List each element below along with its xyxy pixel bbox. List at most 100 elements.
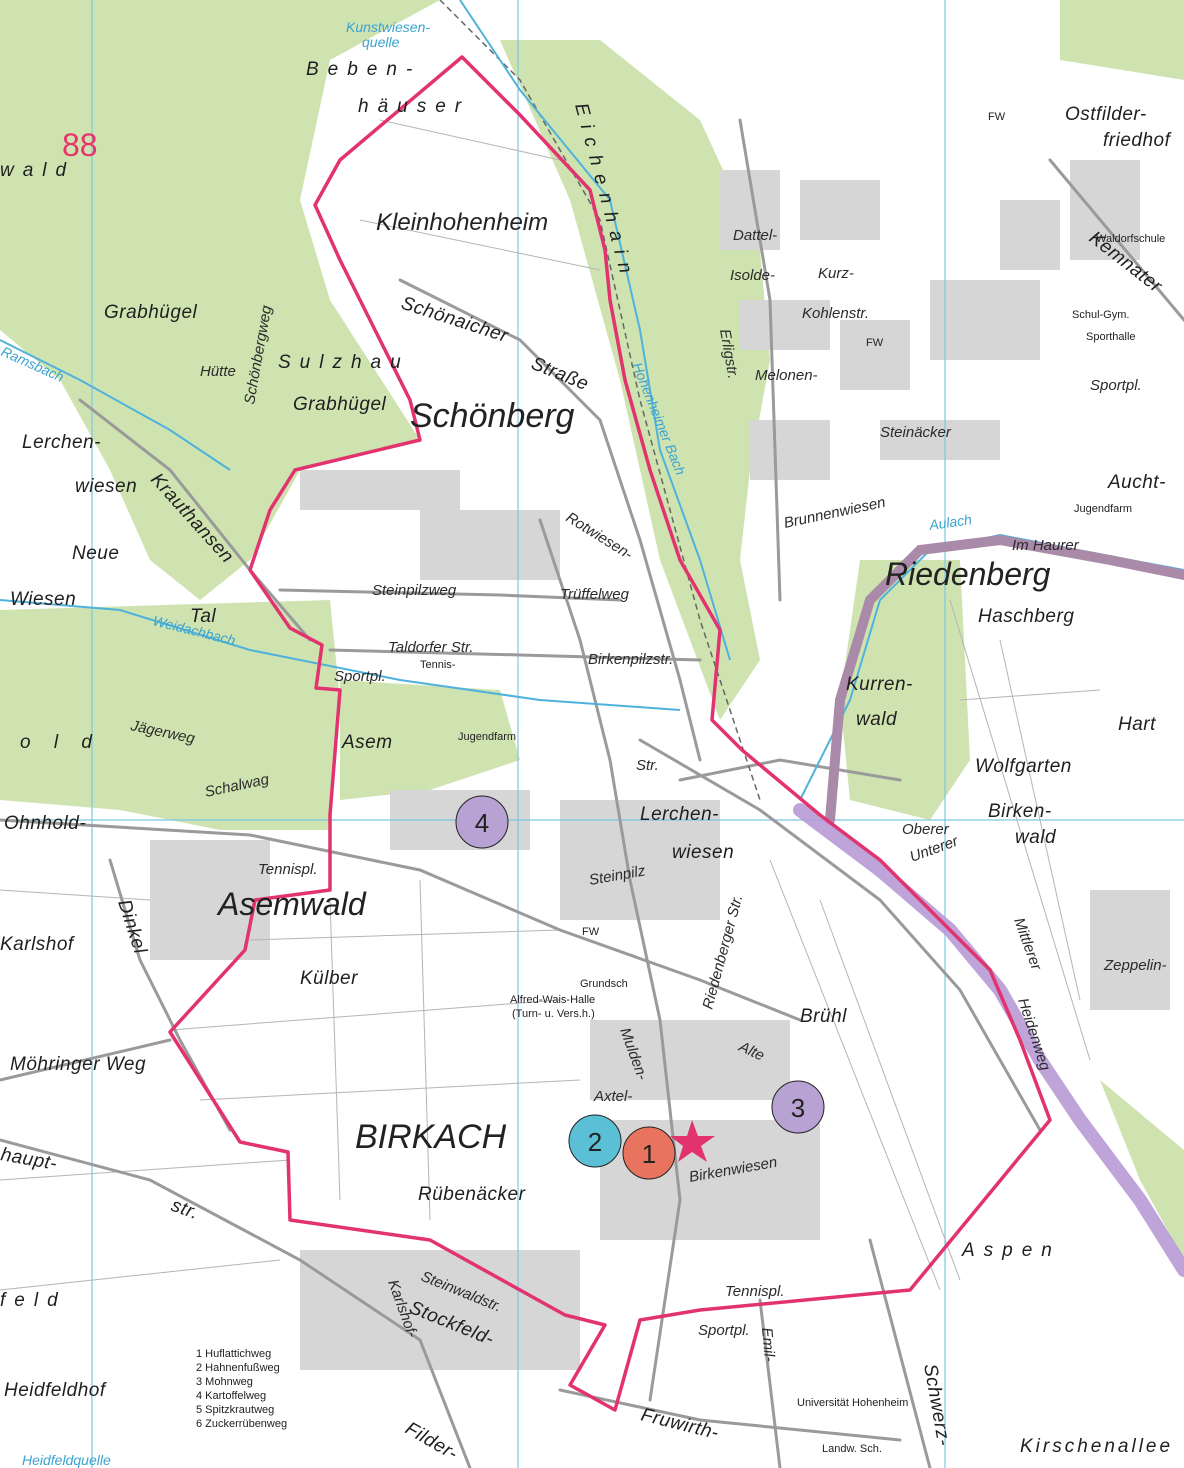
forest-areas bbox=[0, 0, 1184, 1260]
road-hauptstr bbox=[0, 1138, 472, 1468]
road-steinpilz bbox=[278, 588, 622, 602]
block bbox=[740, 300, 830, 350]
marker-4[interactable]: 4 bbox=[455, 795, 509, 849]
field-line bbox=[249, 929, 561, 941]
area-lerchenwiesen-e-2: wiesen bbox=[672, 842, 734, 863]
area-bebenhaeuser-2: häuser bbox=[358, 96, 470, 117]
area-asem: Asem bbox=[341, 732, 393, 753]
area-wald-left: wald bbox=[0, 160, 75, 181]
field-line bbox=[819, 899, 961, 1281]
block bbox=[590, 1020, 790, 1100]
poi-jugendfarm-1: Jugendfarm bbox=[458, 731, 516, 743]
marker-1-circle bbox=[622, 1126, 676, 1180]
road-kemnater bbox=[1048, 158, 1184, 322]
poi-tennispl-1: Tennis- bbox=[420, 659, 456, 671]
legend-item: 4 Kartoffelweg bbox=[196, 1390, 266, 1402]
area-birkenwald-2: wald bbox=[1015, 827, 1057, 848]
area-hart: Hart bbox=[1118, 714, 1156, 735]
marker-2-label: 2 bbox=[588, 1127, 602, 1157]
field-line bbox=[0, 1159, 291, 1181]
place-ostfilder-friedhof-1: Ostfilder- bbox=[1065, 104, 1147, 125]
area-auchtwiesen: Aucht- bbox=[1107, 472, 1166, 493]
area-lerchenwiesen-e-1: Lerchen- bbox=[640, 804, 719, 825]
marker-1-label: 1 bbox=[642, 1139, 656, 1169]
street-isolde: Isolde- bbox=[730, 267, 775, 284]
field-line bbox=[769, 859, 941, 1291]
marker-3[interactable]: 3 bbox=[771, 1080, 825, 1134]
area-tal: Tal bbox=[190, 606, 216, 627]
street-dattelweg: Dattel- bbox=[733, 227, 777, 244]
area-aspen: Aspen bbox=[961, 1240, 1061, 1261]
street-moehringer-weg: Möhringer Weg bbox=[10, 1054, 146, 1075]
street-kurz: Kurz- bbox=[818, 265, 854, 282]
tram-line bbox=[439, 0, 761, 801]
area-neue-wiesen-1: Neue bbox=[72, 543, 119, 564]
poi-fw-2: FW bbox=[866, 337, 884, 349]
marker-1[interactable]: 1 bbox=[622, 1126, 676, 1180]
field-line bbox=[169, 999, 561, 1031]
block bbox=[1070, 160, 1140, 260]
area-ruebenaecker: Rübenäcker bbox=[418, 1184, 526, 1205]
poi-sporthalle: Sporthalle bbox=[1086, 331, 1136, 343]
poi-jugendfarm-2: Jugendfarm bbox=[1074, 503, 1132, 515]
street-steinpilzweg: Steinpilzweg bbox=[372, 582, 457, 599]
area-karlshof: Karlshof bbox=[0, 934, 75, 955]
poi-landw-sch: Landw. Sch. bbox=[822, 1443, 882, 1455]
forest-northwest bbox=[0, 0, 440, 600]
field-line bbox=[359, 219, 601, 271]
place-ostfilder-friedhof-2: friedhof bbox=[1103, 130, 1172, 151]
field-line bbox=[0, 889, 151, 901]
street-kohlenstr: Kohlenstr. bbox=[802, 305, 869, 322]
area-huette: Hütte bbox=[200, 363, 236, 380]
marker-4-label: 4 bbox=[475, 808, 489, 838]
place-asemwald: Asemwald bbox=[216, 886, 367, 922]
legend-item: 5 Spitzkrautweg bbox=[196, 1404, 274, 1416]
street-trueffelweg: Trüffelweg bbox=[560, 586, 630, 603]
area-wolfgarten: Wolfgarten bbox=[975, 756, 1072, 777]
stream-band-south bbox=[793, 803, 1184, 1277]
street-emil: Emil- bbox=[758, 1327, 778, 1363]
poi-universitaet: Universität Hohenheim bbox=[797, 1397, 908, 1409]
poi-fw-3: FW bbox=[988, 111, 1006, 123]
poi-im-haurer: Im Haurer bbox=[1012, 537, 1080, 554]
place-kleinhohenheim: Kleinhohenheim bbox=[376, 209, 548, 236]
road-krauthansen bbox=[78, 398, 312, 642]
poi-waldorfschule: Waldorfschule bbox=[1096, 233, 1165, 245]
field-line bbox=[379, 119, 561, 161]
star-icon bbox=[670, 1120, 715, 1162]
field-line bbox=[0, 1259, 281, 1291]
page-number: 88 bbox=[62, 127, 98, 163]
road-fruwirth bbox=[558, 1388, 902, 1442]
block bbox=[1000, 200, 1060, 270]
street-oberer: Oberer bbox=[902, 821, 950, 838]
area-neue-wiesen-2: Wiesen bbox=[10, 589, 76, 610]
forest-eichenhain bbox=[500, 40, 770, 720]
district-boundary bbox=[168, 55, 1052, 1412]
road-taldorfer bbox=[328, 648, 702, 662]
legend-item: 3 Mohnweg bbox=[196, 1376, 253, 1388]
place-schoenberg: Schönberg bbox=[410, 397, 575, 435]
road-birkheckenstr bbox=[538, 518, 682, 1402]
water-aulach: Aulach bbox=[927, 511, 973, 533]
block bbox=[750, 420, 830, 480]
road-schwerz bbox=[868, 1238, 932, 1468]
street-axtel: Axtel- bbox=[593, 1088, 632, 1105]
forest-right-strip bbox=[1100, 1080, 1184, 1260]
road-plieninger bbox=[0, 818, 802, 1022]
legend-item: 2 Hahnenfußweg bbox=[196, 1362, 280, 1374]
poi-alfred-wais-1: Alfred-Wais-Halle bbox=[510, 994, 595, 1006]
area-grabhuegel-1: Grabhügel bbox=[104, 302, 198, 323]
place-riedenberg: Riedenberg bbox=[885, 556, 1051, 592]
road-filder bbox=[638, 738, 1042, 1132]
field-line bbox=[959, 689, 1101, 701]
poi-sportpl-1: Sportpl. bbox=[334, 668, 386, 685]
street-melonen: Melonen- bbox=[755, 367, 818, 384]
block bbox=[880, 420, 1000, 460]
marker-2[interactable]: 2 bbox=[568, 1114, 622, 1168]
road-east bbox=[678, 758, 902, 782]
area-kuelber: Külber bbox=[300, 968, 358, 989]
stream-weidachbach bbox=[0, 599, 681, 711]
marker-2-circle bbox=[568, 1114, 622, 1168]
